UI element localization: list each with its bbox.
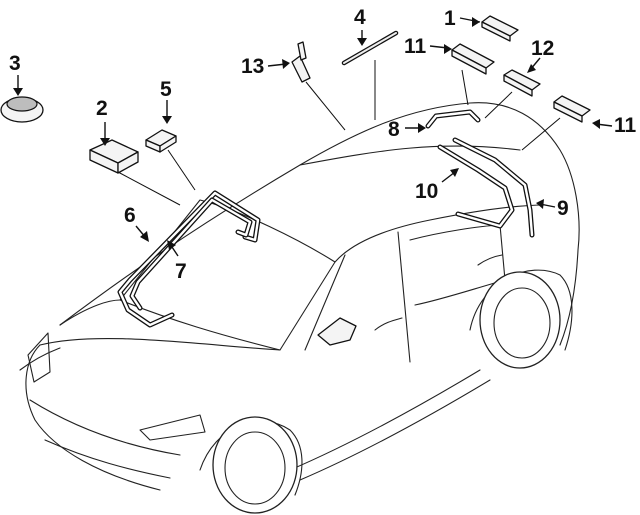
part-5-sensor <box>145 129 177 153</box>
callout-9: 9 <box>557 197 569 220</box>
callout-3: 3 <box>9 52 21 75</box>
windshield-harness <box>117 190 261 328</box>
callout-labels: 1 2 3 4 5 6 7 8 9 10 11 11 12 13 <box>9 6 637 283</box>
callout-12: 12 <box>531 37 554 60</box>
rear-harness <box>437 137 535 238</box>
roof-harness-8 <box>425 109 481 129</box>
callout-4: 4 <box>354 6 366 29</box>
part-11-upper-bar <box>451 43 495 75</box>
callout-1: 1 <box>444 7 456 30</box>
part-1-bar <box>481 15 519 42</box>
rear-wheel <box>479 271 561 369</box>
callout-11-upper: 11 <box>404 35 427 58</box>
callout-2: 2 <box>96 97 108 120</box>
leader-lines <box>117 60 561 206</box>
callout-6: 6 <box>124 204 136 227</box>
part-12-bracket <box>503 69 541 97</box>
callout-arrows <box>13 17 613 257</box>
callout-11-lower: 11 <box>614 114 637 137</box>
callout-5: 5 <box>160 78 172 101</box>
callout-7: 7 <box>175 260 187 283</box>
part-4-antenna-rod <box>341 30 399 66</box>
part-3-round-cover <box>0 96 44 123</box>
part-13-antenna-base <box>291 41 311 83</box>
callout-13: 13 <box>241 55 264 78</box>
front-wheel <box>212 416 298 514</box>
callout-10: 10 <box>415 180 438 203</box>
callout-8: 8 <box>388 118 400 141</box>
part-11-lower-bar <box>553 95 591 123</box>
part-2-module <box>89 139 139 174</box>
vehicle-outline <box>19 102 580 496</box>
